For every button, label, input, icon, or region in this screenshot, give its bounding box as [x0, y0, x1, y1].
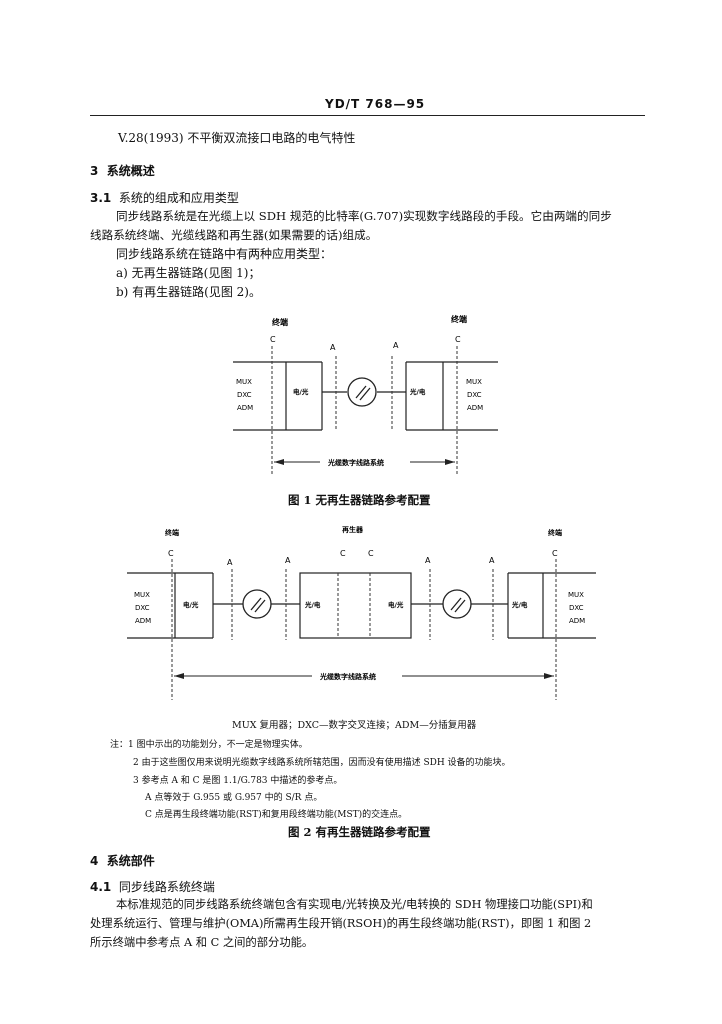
fig1-adm-left: ADM — [237, 404, 253, 412]
fig2-terminal-left-label: 终端 — [165, 528, 179, 537]
section-number: 3 — [90, 164, 99, 178]
figure-1-caption: 图 1 无再生器链路参考配置 — [288, 493, 431, 507]
fig2-terminal-right-label: 终端 — [548, 528, 562, 537]
fig2-dxc-right: DXC — [569, 604, 584, 612]
fig2-fiber-cable-icon-1 — [242, 589, 272, 619]
fig2-ref-a-3: A — [425, 556, 431, 565]
fig2-dxc-left: DXC — [135, 604, 150, 612]
paragraph-1-line-2: 线路系统终端、光缆线路和再生器(如果需要的话)组成。 — [90, 228, 378, 242]
fig2-fiber-cable-icon-2 — [442, 589, 472, 619]
fig2-regen-label: 再生器 — [342, 525, 364, 534]
paragraph-3-line-1: 本标准规范的同步线路系统终端包含有实现电/光转换及光/电转换的 SDH 物理接口… — [116, 898, 593, 911]
paragraph-3-line-2: 处理系统运行、管理与维护(OMA)所需再生段开销(RSOH)的再生段终端功能(R… — [90, 917, 592, 930]
fig2-eo-label-regen: 电/光 — [388, 600, 404, 609]
paragraph-2: 同步线路系统在链路中有两种应用类型： — [116, 247, 333, 261]
fig2-ref-a-1: A — [227, 558, 233, 567]
section-title: 系统概述 — [106, 164, 155, 178]
section-title: 同步线路系统终端 — [118, 880, 215, 894]
section-3-1-heading: 3.1 系统的组成和应用类型 — [90, 191, 239, 205]
section-title: 系统部件 — [106, 854, 155, 868]
fig1-terminal-right-label: 终端 — [450, 314, 467, 324]
fig1-mux-left: MUX — [236, 378, 252, 386]
fig2-ref-c-4: C — [552, 549, 558, 558]
fig1-terminal-left-label: 终端 — [271, 317, 288, 327]
note-1: 注：1 图中示出的功能划分，不一定是物理实体。 — [110, 740, 308, 750]
fig1-eo-label: 电/光 — [293, 387, 309, 396]
note-2: 2 由于这些图仅用来说明光缆数字线路系统所辖范围，因而没有使用描述 SDH 设备… — [133, 758, 511, 768]
fig1-dxc-right: DXC — [467, 391, 482, 399]
fig2-ref-c-2: C — [340, 549, 346, 558]
note-3-c: C 点是再生段终端功能(RST)和复用段终端功能(MST)的交连点。 — [145, 810, 408, 820]
fig2-ref-c-1: C — [168, 549, 174, 558]
paragraph-3-line-3: 所示终端中参考点 A 和 C 之间的部分功能。 — [90, 936, 314, 949]
fig1-mux-right: MUX — [466, 378, 482, 386]
fig2-adm-right: ADM — [569, 617, 585, 625]
fig1-ref-c-right: C — [455, 335, 461, 344]
figure-2-caption: 图 2 有再生器链路参考配置 — [288, 825, 431, 839]
fig2-oe-label-right: 光/电 — [511, 600, 528, 609]
fig1-ref-a-right: A — [393, 341, 399, 350]
fig1-span-label: 光缆数字线路系统 — [327, 458, 384, 467]
fig1-ref-c-left: C — [270, 335, 276, 344]
note-3: 3 参考点 A 和 C 是图 1.1/G.783 中描述的参考点。 — [133, 776, 343, 786]
fig2-eo-label-left: 电/光 — [183, 600, 199, 609]
fig2-ref-c-3: C — [368, 549, 374, 558]
fig2-ref-a-4: A — [489, 556, 495, 565]
fig1-oe-label: 光/电 — [409, 387, 426, 396]
fig2-mux-left: MUX — [134, 591, 150, 599]
section-4-heading: 4 系统部件 — [90, 852, 155, 869]
section-4-1-heading: 4.1 同步线路系统终端 — [90, 880, 215, 894]
fig2-mux-right: MUX — [568, 591, 584, 599]
section-title: 系统的组成和应用类型 — [118, 191, 239, 205]
fig2-ref-a-2: A — [285, 556, 291, 565]
page-header: YD/T 768—95 — [325, 97, 426, 111]
fig1-ref-a-left: A — [330, 343, 336, 352]
fig1-dxc-left: DXC — [237, 391, 252, 399]
paragraph-1-line-1: 同步线路系统是在光缆上以 SDH 规范的比特率(G.707)实现数字线路段的手段… — [116, 209, 612, 223]
header-rule — [90, 115, 645, 116]
fig2-span-label: 光缆数字线路系统 — [319, 672, 376, 681]
list-item-b: b) 有再生器链路(见图 2)。 — [116, 285, 261, 299]
section-number: 4 — [90, 854, 99, 868]
section-number: 3.1 — [90, 191, 112, 205]
fig2-regenerator-box — [299, 572, 412, 639]
section-number: 4.1 — [90, 880, 112, 894]
reference-line: V.28(1993) 不平衡双流接口电路的电气特性 — [118, 131, 356, 145]
fig1-fiber-cable-icon — [347, 377, 377, 407]
fig2-adm-left: ADM — [135, 617, 151, 625]
list-item-a: a) 无再生器链路(见图 1)； — [116, 266, 261, 280]
figure-2-legend: MUX 复用器；DXC—数字交叉连接；ADM—分插复用器 — [232, 720, 477, 731]
fig1-adm-right: ADM — [467, 404, 483, 412]
note-3-a: A 点等效于 G.955 或 G.957 中的 S/R 点。 — [145, 793, 323, 803]
fig2-oe-label-regen: 光/电 — [304, 600, 321, 609]
section-3-heading: 3 系统概述 — [90, 162, 155, 179]
